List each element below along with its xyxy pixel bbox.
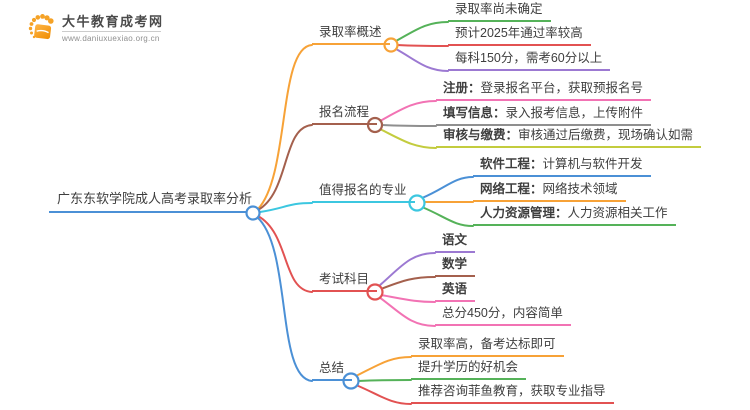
leaf-node: 提升学历的好机会 [411,360,527,380]
root-topic: 广东东软学院成人高考录取率分析 [49,191,252,213]
leaf-prefix: 软件工程： [480,157,543,171]
wire-b5-c2 [357,379,412,382]
logo-divider [62,30,162,32]
wire-b5-c3 [355,384,412,405]
leaf-text: 网络技术领域 [542,182,618,196]
wire-b4-c3 [380,294,436,303]
leaf-text: 预计2025年通过率较高 [455,26,583,40]
branch-label-text: 录取率概述 [319,25,382,39]
leaf-node: 推荐咨询菲鱼教育，获取专业指导 [411,384,614,404]
leaf-node: 注册：登录报名平台，获取预报名号 [436,81,652,101]
wire-b2-c2 [381,124,437,127]
branch-label-registration-process: 报名流程 [312,105,378,125]
leaf-node: 录取率尚未确定 [448,2,551,22]
leaf-node: 软件工程：计算机与软件开发 [473,157,651,177]
leaf-prefix: 审核与缴费： [443,128,519,142]
wire-root-to-branch2 [257,124,313,211]
wire-b1-c1 [395,21,449,42]
wire-b3-c3 [421,206,474,227]
wire-b3-c1 [421,176,474,199]
leaf-node: 网络工程：网络技术领域 [473,182,626,202]
leaf-node: 预计2025年通过率较高 [448,26,591,46]
leaf-prefix: 注册： [443,81,481,95]
root-topic-label: 广东东软学院成人高考录取率分析 [57,191,253,206]
leaf-text: 登录报名平台，获取预报名号 [480,81,644,95]
leaf-node: 英语 [435,282,476,302]
leaf-text: 计算机与软件开发 [542,157,643,171]
branch-label-text: 考试科目 [319,272,370,286]
leaf-node: 填写信息：录入报考信息，上传附件 [436,106,652,126]
wire-root-to-branch4 [257,215,313,293]
leaf-text: 推荐咨询菲鱼教育，获取专业指导 [418,384,606,398]
branch-label-exam-subjects: 考试科目 [312,272,378,292]
site-logo: 大牛教育成考网 www.daniuxuexiao.org.cn [27,13,164,43]
site-url: www.daniuxuexiao.org.cn [62,33,160,43]
wire-b2-c3 [379,128,437,149]
branch-label-text: 值得报名的专业 [319,183,407,197]
wire-root-to-branch3 [259,202,313,213]
wire-b5-c1 [355,356,412,377]
leaf-node: 人力资源管理：人力资源相关工作 [473,206,676,226]
leaf-node: 每科150分，需考60分以上 [448,51,611,71]
logo-text-block: 大牛教育成考网 www.daniuxuexiao.org.cn [62,14,164,43]
leaf-text: 人力资源相关工作 [567,206,668,220]
leaf-node: 数学 [435,257,476,277]
leaf-prefix: 人力资源管理： [480,206,568,220]
branch-label-admission-overview: 录取率概述 [312,25,390,45]
leaf-node: 录取率高，备考达标即可 [411,337,564,357]
wire-b2-c1 [379,100,437,122]
leaf-text: 提升学历的好机会 [418,360,519,374]
wire-b1-c3 [395,48,449,72]
branch-label-summary: 总结 [312,361,353,381]
wire-b4-c2 [380,276,436,290]
leaf-node: 审核与缴费：审核通过后缴费，现场确认如需 [436,128,702,148]
leaf-prefix: 数学 [442,257,468,271]
leaf-prefix: 填写信息： [443,106,506,120]
site-name: 大牛教育成考网 [62,13,164,29]
root-hub-circle [245,205,261,221]
leaf-text: 录取率尚未确定 [455,2,543,16]
leaf-prefix: 英语 [442,282,468,296]
leaf-node: 总分450分，内容简单 [435,306,571,326]
leaf-prefix: 网络工程： [480,182,543,196]
leaf-text: 每科150分，需考60分以上 [455,51,603,65]
leaf-node: 语文 [435,233,476,253]
branch-label-text: 总结 [319,361,345,375]
wire-b4-c4 [378,296,436,327]
logo-book-icon [28,14,54,40]
leaf-text: 录入报考信息，上传附件 [505,106,644,120]
leaf-prefix: 语文 [442,233,468,247]
wire-root-to-branch1 [257,44,313,210]
wire-b1-c2 [396,44,449,47]
leaf-text: 审核通过后缴费，现场确认如需 [518,128,694,142]
leaf-text: 录取率高，备考达标即可 [418,337,556,351]
wire-root-to-branch5 [256,216,313,382]
wire-b4-c1 [378,252,436,287]
branch-label-recommended-majors: 值得报名的专业 [312,183,415,203]
leaf-text: 总分450分，内容简单 [442,306,563,320]
branch-label-text: 报名流程 [319,105,370,119]
